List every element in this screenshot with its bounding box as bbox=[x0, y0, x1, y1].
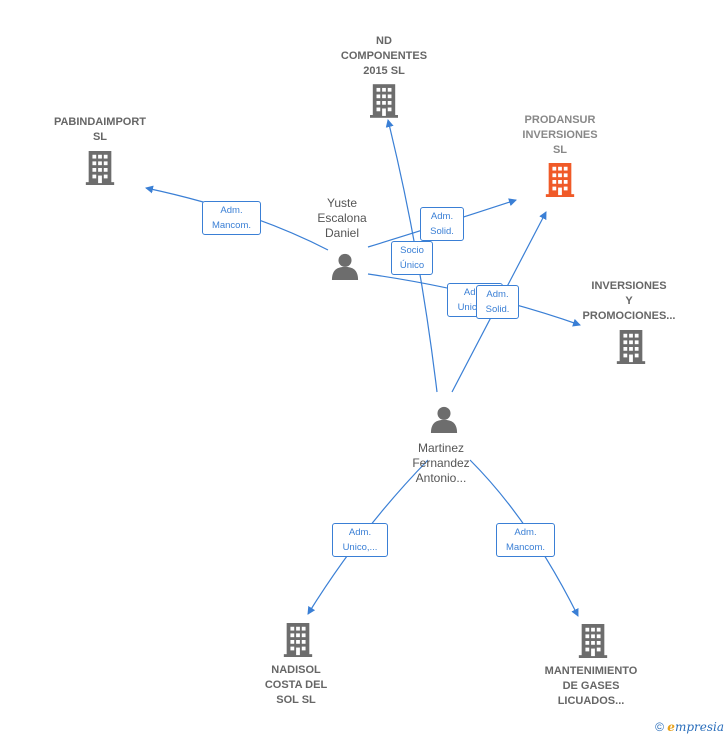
node-label-yuste[interactable]: Yuste Escalona Daniel bbox=[317, 196, 367, 240]
person-icon bbox=[430, 406, 458, 433]
building-icon bbox=[85, 151, 115, 185]
node-label-nadisol[interactable]: NADISOL COSTA DEL SOL SL bbox=[264, 664, 328, 706]
person-icon bbox=[331, 253, 359, 280]
building-icon bbox=[545, 163, 575, 197]
node-label-mantenimiento[interactable]: MANTENIMIENTO DE GASES LICUADOS... bbox=[544, 665, 638, 707]
building-icon bbox=[283, 623, 313, 657]
edge-badge-yuste-pabindaimport[interactable]: Adm. Mancom. bbox=[202, 201, 261, 235]
edge-badge-martinez-mantenimiento[interactable]: Adm. Mancom. bbox=[496, 523, 555, 557]
node-label-prodansur[interactable]: PRODANSUR INVERSIONES SL bbox=[522, 114, 598, 156]
node-label-inversiones[interactable]: INVERSIONES Y PROMOCIONES... bbox=[582, 280, 676, 322]
building-icon bbox=[578, 624, 608, 658]
node-label-pabindaimport[interactable]: PABINDAIMPORT SL bbox=[53, 116, 147, 143]
edge-badge-martinez-nd[interactable]: Socio Único bbox=[391, 241, 433, 275]
brand-name: mpresia bbox=[674, 720, 724, 734]
edge-badge-yuste-prodansur[interactable]: Adm. Solid. bbox=[420, 207, 464, 241]
building-icon bbox=[370, 84, 398, 118]
edge-badge-martinez-prodansur[interactable]: Adm. Solid. bbox=[476, 285, 519, 319]
building-icon bbox=[616, 330, 646, 364]
brand-initial: e bbox=[667, 720, 675, 734]
edge-badge-martinez-nadisol[interactable]: Adm. Unico,... bbox=[332, 523, 388, 557]
copyright-icon: © bbox=[655, 720, 664, 734]
empresia-logo[interactable]: © empresia bbox=[655, 720, 724, 734]
node-label-nd-componentes[interactable]: ND COMPONENTES 2015 SL bbox=[340, 35, 428, 77]
node-label-martinez[interactable]: Martinez Fernandez Antonio... bbox=[412, 441, 470, 485]
